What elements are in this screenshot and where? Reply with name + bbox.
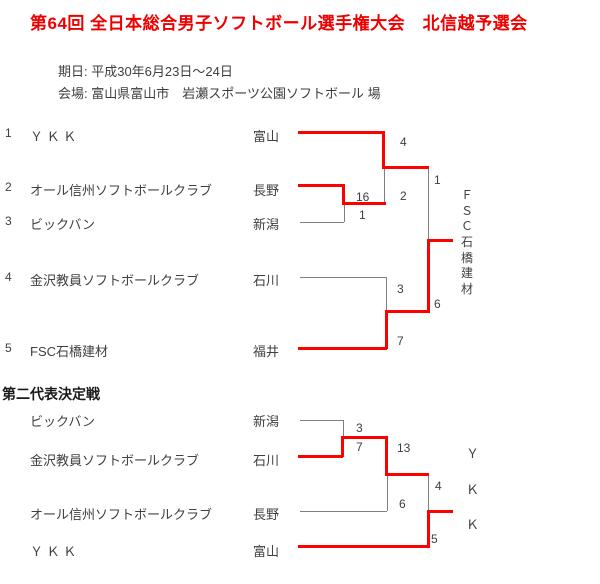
bracket-join-line [343,420,344,437]
winner-char: 建 [461,266,474,280]
playoff-section-title: 第二代表決定戦 [2,386,100,402]
winner-char: Ｓ [461,204,474,218]
team-name: 金沢教員ソフトボールクラブ [30,453,200,468]
score-label: 2 [400,189,407,203]
event-venue: 会場: 富山県富山市 岩瀬スポーツ公園ソフトボール 場 [58,86,381,101]
bracket-line-niigata [300,420,343,421]
score-label: 1 [434,173,441,187]
winner-char: Ｋ [466,517,480,532]
bracket-line-niigata [300,222,344,223]
team-prefecture: 新潟 [253,217,280,232]
winner-char: Ｋ [466,482,480,497]
bracket-line-nagano [300,511,387,512]
event-date: 期日: 平成30年6月23日～24日 [58,64,233,79]
seed-number: 1 [5,126,12,140]
score-label: 16 [356,190,370,204]
team-prefecture: 石川 [253,453,280,468]
bracket-line-nagano [298,184,344,187]
score-label: 5 [431,532,438,546]
winner-path-line [341,436,344,457]
seed-number: 3 [5,214,12,228]
winner-path-line [385,310,388,349]
score-label: 3 [397,282,404,296]
team-prefecture: 富山 [253,544,280,559]
bracket-join-line [386,277,387,312]
bracket-join-line [344,205,345,222]
bracket-line-ishikawa [298,455,343,458]
score-label: 4 [435,479,442,493]
score-label: 4 [400,135,407,149]
winner-path-line [385,310,429,313]
bracket-join-line [387,476,388,511]
team-name: 金沢教員ソフトボールクラブ [30,273,200,288]
score-label: 6 [399,497,406,511]
winner-char: Ｙ [466,446,480,461]
team-name: Ｙ Ｋ Ｋ [30,129,77,144]
page-title: 第64回 全日本総合男子ソフトボール選手権大会 北信越予選会 [30,14,528,33]
champion-line [427,239,453,242]
team-prefecture: 長野 [253,507,280,522]
team-name: ビックバン [30,217,96,232]
score-label: 13 [397,441,411,455]
seed-number: 5 [5,341,12,355]
team-name: オール信州ソフトボールクラブ [30,183,213,198]
team-name: Ｙ Ｋ Ｋ [30,544,77,559]
score-label: 6 [434,297,441,311]
champion-line [427,510,453,513]
seed-number: 2 [5,180,12,194]
bracket-line-toyama [298,545,429,548]
team-prefecture: 新潟 [253,414,280,429]
team-prefecture: 福井 [253,344,280,359]
score-label: 7 [397,334,404,348]
team-prefecture: 富山 [253,129,280,144]
winner-char: Ｃ [461,219,474,233]
team-name: FSC石橋建材 [30,344,109,359]
winner-path-line [385,473,429,476]
winner-char: 材 [461,282,474,296]
winner-char: 石 [461,235,474,249]
winner-path-line [385,436,388,476]
team-name: ビックバン [30,414,96,429]
bracket-line-ishikawa [300,277,386,278]
score-label: 3 [356,421,363,435]
score-label: 7 [356,440,363,454]
team-name: オール信州ソフトボールクラブ [30,507,213,522]
winner-path-line [341,436,387,439]
bracket-line-fukui [298,347,387,350]
bracket-join-line [384,169,385,204]
winner-path-line [427,239,430,313]
winner-char: 橋 [461,251,474,265]
bracket-join-line [428,169,429,240]
winner-path-line [382,166,429,169]
team-prefecture: 石川 [253,273,280,288]
winner-path-line [382,131,385,169]
winner-path-line [342,184,345,204]
bracket-join-line [428,476,429,511]
winner-path-line [427,510,430,548]
team-prefecture: 長野 [253,183,280,198]
bracket-line-toyama [298,131,384,134]
score-label: 1 [359,208,366,222]
winner-path-line [342,202,386,205]
winner-char: Ｆ [461,188,474,202]
seed-number: 4 [5,270,12,284]
